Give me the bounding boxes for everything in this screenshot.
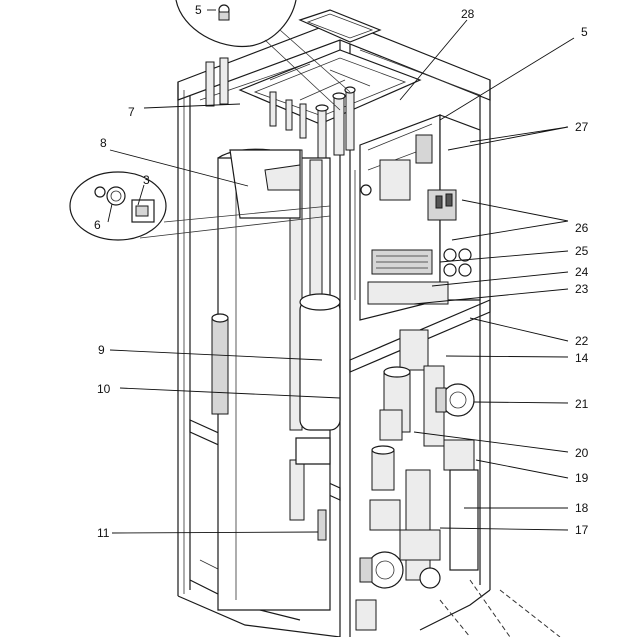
control-box bbox=[354, 114, 481, 321]
callout-3: 3 bbox=[143, 173, 150, 187]
callout-11: 11 bbox=[97, 526, 110, 540]
callout-6: 6 bbox=[94, 218, 101, 232]
callout-5-top: 5 bbox=[195, 3, 202, 17]
callout-21: 21 bbox=[575, 397, 589, 411]
callout-26: 26 bbox=[575, 221, 589, 235]
callout-18: 18 bbox=[575, 501, 589, 515]
callout-8: 8 bbox=[100, 136, 107, 150]
callout-22: 22 bbox=[575, 334, 589, 348]
detail-circle-top bbox=[175, 0, 351, 111]
callout-25: 25 bbox=[575, 244, 589, 258]
callout-24: 24 bbox=[575, 265, 589, 279]
callout-10: 10 bbox=[97, 382, 111, 396]
storage-tank bbox=[211, 148, 341, 611]
callout-5: 5 bbox=[581, 25, 588, 39]
top-tray bbox=[238, 9, 422, 125]
callout-7: 7 bbox=[128, 105, 135, 119]
callout-28: 28 bbox=[461, 7, 475, 21]
detail-circle-left bbox=[69, 171, 331, 241]
callout-23: 23 bbox=[575, 282, 589, 296]
leader-lines bbox=[107, 19, 575, 534]
pump-group bbox=[355, 329, 561, 638]
callout-labels: 5 28 5 7 27 8 3 6 26 25 24 23 22 9 14 10… bbox=[94, 3, 589, 540]
callout-9: 9 bbox=[98, 343, 105, 357]
callout-19: 19 bbox=[575, 471, 589, 485]
top-pipes bbox=[205, 57, 356, 159]
callout-20: 20 bbox=[575, 446, 589, 460]
callout-14: 14 bbox=[575, 351, 589, 365]
callout-27: 27 bbox=[575, 120, 589, 134]
expansion-hood bbox=[229, 149, 301, 219]
callout-17: 17 bbox=[575, 523, 589, 537]
